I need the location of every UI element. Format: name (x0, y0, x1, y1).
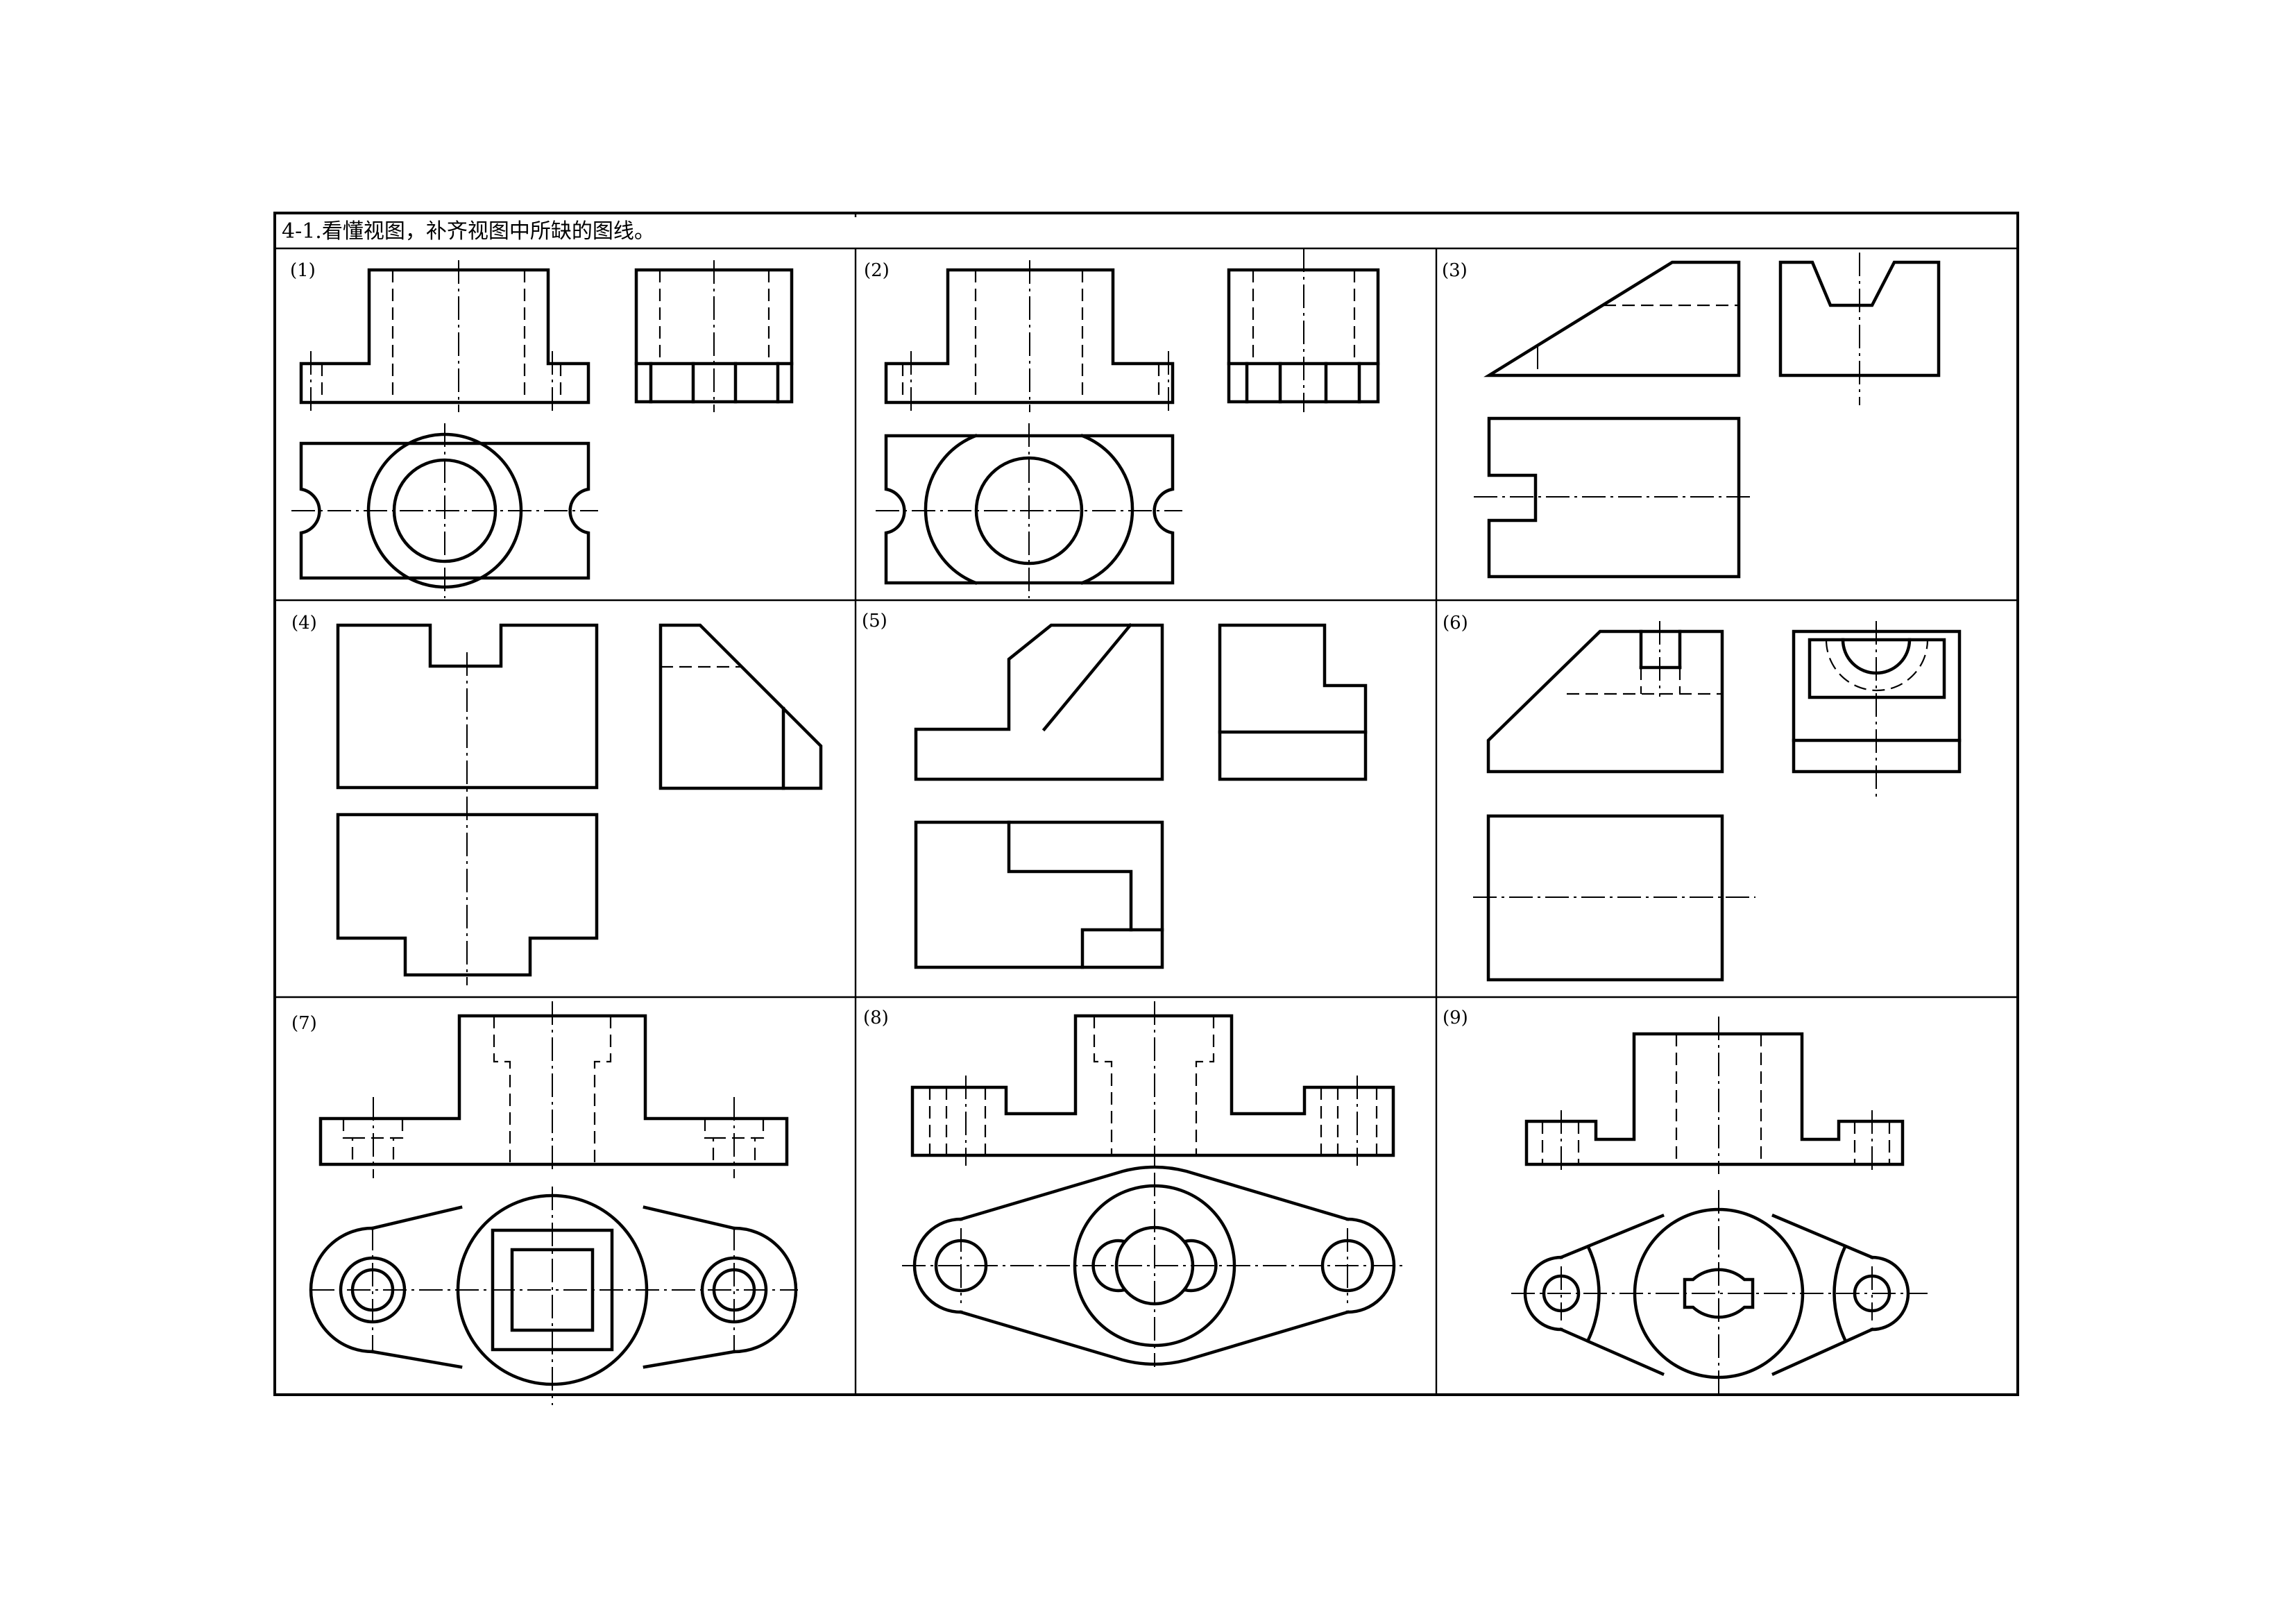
problem-1-drawing (291, 260, 794, 598)
problem-label-7: (7) (291, 1013, 317, 1034)
problem-label-4: (4) (291, 613, 317, 634)
problem-label-3: (3) (1442, 260, 1468, 281)
problem-6-drawing (1473, 621, 1962, 982)
problem-label-1: (1) (290, 260, 316, 281)
worksheet-title: 4-1.看懂视图，补齐视图中所缺的图线。 (282, 219, 655, 244)
problem-label-2: (2) (864, 260, 890, 281)
problem-label-8: (8) (863, 1008, 889, 1028)
problem-7-drawing (309, 1001, 798, 1405)
problem-label-5: (5) (862, 611, 887, 631)
problem-3-drawing (1474, 253, 1941, 579)
problem-label-9: (9) (1443, 1008, 1468, 1028)
problem-8-drawing (902, 1001, 1405, 1367)
problem-2-drawing (876, 248, 1380, 598)
problem-5-drawing (914, 622, 1368, 969)
problem-9-drawing (1511, 1017, 1928, 1398)
worksheet-frame (273, 212, 2019, 1396)
problem-label-6: (6) (1443, 613, 1468, 634)
problem-4-drawing (336, 623, 823, 985)
